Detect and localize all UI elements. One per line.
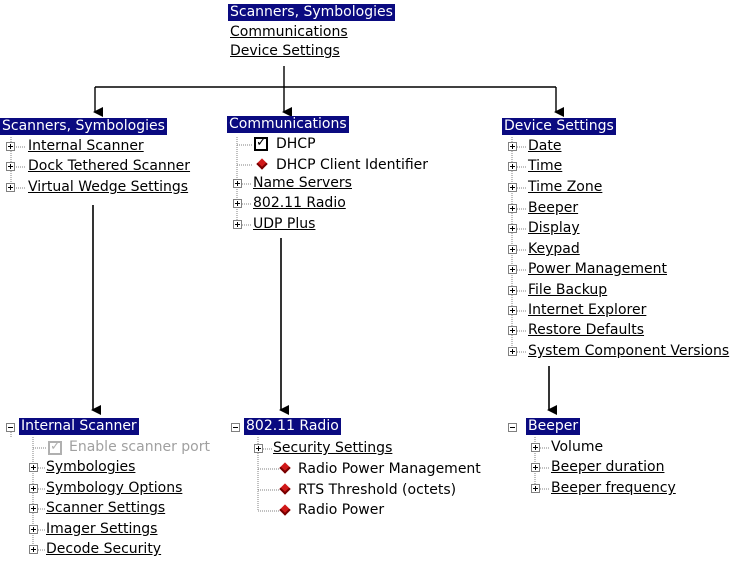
tree-item-keypad[interactable]: Keypad — [528, 241, 580, 257]
expand-icon[interactable] — [508, 204, 517, 213]
tree-item-beeper-duration[interactable]: Beeper duration — [551, 459, 665, 475]
tree-item-restore-defaults[interactable]: Restore Defaults — [528, 322, 645, 338]
root-item-device-settings[interactable]: Device Settings — [230, 43, 340, 59]
expand-icon[interactable] — [508, 265, 517, 274]
expand-icon[interactable] — [29, 504, 38, 513]
expand-icon[interactable] — [508, 183, 517, 192]
tree-item-80211-radio[interactable]: 802.11 Radio — [253, 195, 346, 211]
tree-item-time[interactable]: Time — [528, 158, 563, 174]
expand-icon[interactable] — [29, 463, 38, 472]
expand-icon[interactable] — [254, 444, 263, 453]
expand-icon[interactable] — [6, 142, 15, 151]
expand-icon[interactable] — [508, 142, 517, 151]
tree-item-dhcp: DHCP — [276, 136, 316, 152]
tree-item-system-component-versions[interactable]: System Component Versions — [528, 343, 730, 359]
tree-item-udp-plus[interactable]: UDP Plus — [253, 216, 316, 232]
expand-icon[interactable] — [233, 220, 242, 229]
tree-item-file-backup[interactable]: File Backup — [528, 282, 608, 298]
tree-item-date[interactable]: Date — [528, 138, 562, 154]
tree-item-internet-explorer[interactable]: Internet Explorer — [528, 302, 647, 318]
collapse-icon[interactable] — [508, 423, 517, 432]
beeper-title[interactable]: Beeper — [526, 418, 581, 435]
expand-icon[interactable] — [233, 179, 242, 188]
tree-item-symbologies[interactable]: Symbologies — [46, 459, 136, 475]
tree-item-volume[interactable]: Volume — [551, 439, 604, 455]
tree-item-radio-power-management[interactable]: Radio Power Management — [298, 461, 481, 477]
expand-icon[interactable] — [531, 443, 540, 452]
col3-title[interactable]: Device Settings — [502, 118, 616, 135]
tree-item-display[interactable]: Display — [528, 220, 580, 236]
root-item-scanners[interactable]: Scanners, Symbologies — [228, 4, 395, 21]
tree-item-imager-settings[interactable]: Imager Settings — [46, 521, 158, 537]
expand-icon[interactable] — [508, 326, 517, 335]
expand-icon[interactable] — [29, 525, 38, 534]
expand-icon[interactable] — [508, 162, 517, 171]
root-item-communications[interactable]: Communications — [230, 24, 348, 40]
tree-item-symbology-options[interactable]: Symbology Options — [46, 480, 183, 496]
collapse-icon[interactable] — [231, 423, 240, 432]
checkmark-icon: ✓ — [256, 135, 267, 150]
col2-title[interactable]: Communications — [227, 116, 349, 133]
enable-scanner-checkbox[interactable]: ✓ — [48, 439, 62, 455]
enable-scanner-port-label: Enable scanner port — [69, 439, 210, 455]
expand-icon[interactable] — [508, 286, 517, 295]
col1-title[interactable]: Scanners, Symbologies — [0, 118, 167, 135]
expand-icon[interactable] — [29, 545, 38, 554]
expand-icon[interactable] — [233, 199, 242, 208]
collapse-icon[interactable] — [6, 423, 15, 432]
expand-icon[interactable] — [6, 162, 15, 171]
tree-item-name-servers[interactable]: Name Servers — [253, 175, 352, 191]
expand-icon[interactable] — [508, 347, 517, 356]
dhcp-checkbox[interactable]: ✓ — [254, 135, 268, 151]
tree-item-security-settings[interactable]: Security Settings — [273, 440, 393, 456]
checkmark-icon: ✓ — [50, 439, 61, 454]
expand-icon[interactable] — [6, 183, 15, 192]
expand-icon[interactable] — [508, 306, 517, 315]
radio-title[interactable]: 802.11 Radio — [244, 418, 341, 435]
tree-item-decode-security[interactable]: Decode Security — [46, 541, 162, 557]
tree-item-rts-threshold[interactable]: RTS Threshold (octets) — [298, 482, 457, 498]
expand-icon[interactable] — [29, 484, 38, 493]
tree-item-dock-tethered-scanner[interactable]: Dock Tethered Scanner — [28, 158, 191, 174]
tree-item-virtual-wedge-settings[interactable]: Virtual Wedge Settings — [28, 179, 189, 195]
expand-icon[interactable] — [508, 224, 517, 233]
tree-item-radio-power[interactable]: Radio Power — [298, 502, 385, 518]
expand-icon[interactable] — [508, 245, 517, 254]
tree-item-time-zone[interactable]: Time Zone — [528, 179, 603, 195]
tree-item-power-management[interactable]: Power Management — [528, 261, 668, 277]
tree-item-beeper-frequency[interactable]: Beeper frequency — [551, 480, 676, 496]
tree-item-scanner-settings[interactable]: Scanner Settings — [46, 500, 166, 516]
expand-icon[interactable] — [531, 484, 540, 493]
internal-scanner-title[interactable]: Internal Scanner — [19, 418, 139, 435]
tree-item-dhcp-client-identifier[interactable]: DHCP Client Identifier — [276, 157, 429, 173]
tree-item-internal-scanner[interactable]: Internal Scanner — [28, 138, 144, 154]
expand-icon[interactable] — [531, 463, 540, 472]
tree-item-beeper[interactable]: Beeper — [528, 200, 579, 216]
